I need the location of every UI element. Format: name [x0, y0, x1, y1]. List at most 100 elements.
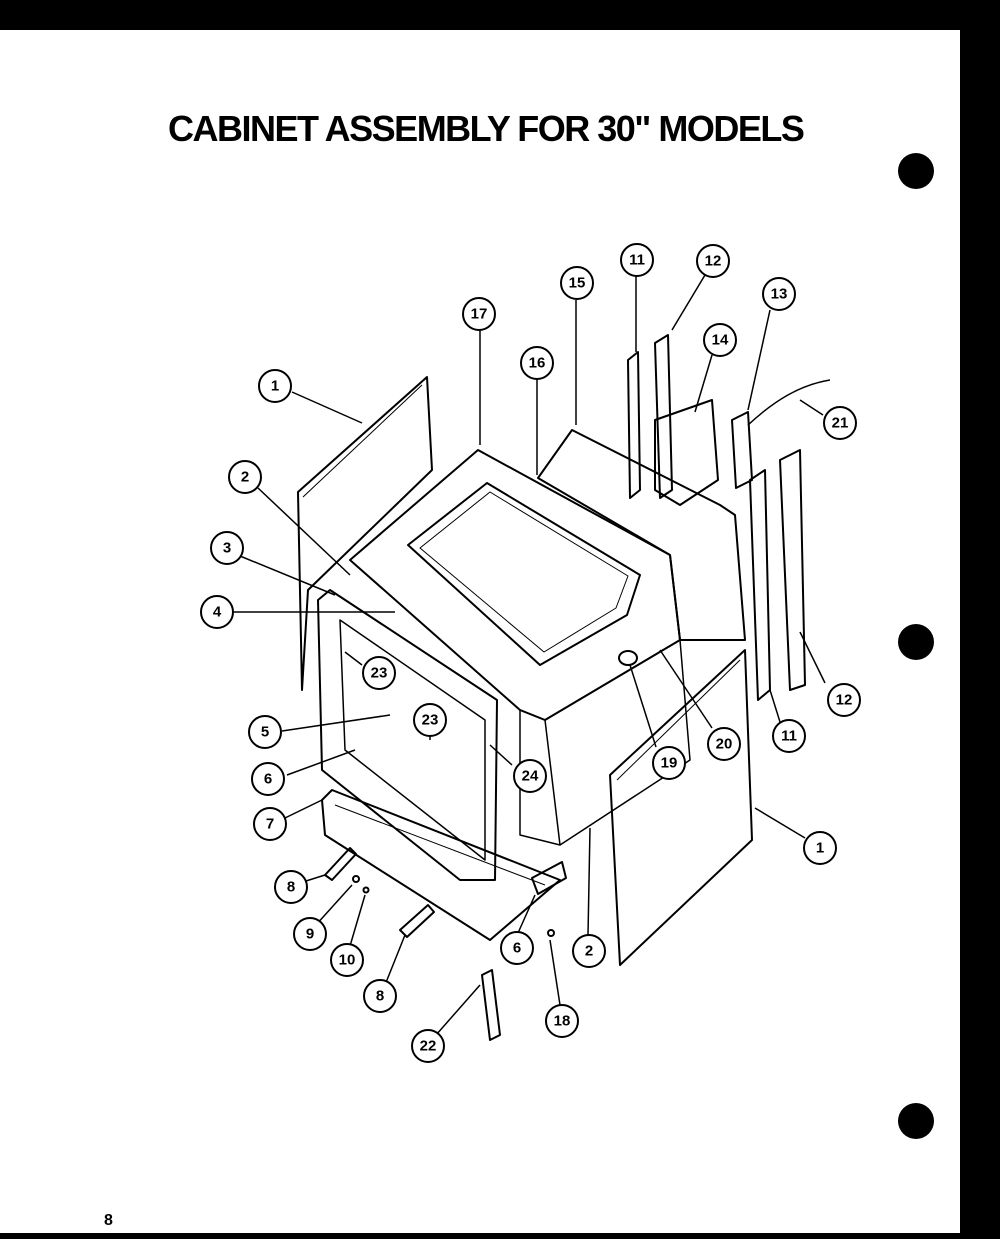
callout-label: 18 [554, 1013, 571, 1030]
rail-right-11 [749, 469, 771, 701]
callout-bubble [620, 243, 654, 277]
screw-9 [352, 875, 360, 883]
callout-bubble [228, 460, 262, 494]
callout-bubble [803, 831, 837, 865]
callout-bubble [258, 369, 292, 403]
callout-label: 1 [271, 378, 279, 395]
wire-21 [747, 379, 831, 426]
callout-bubble [572, 934, 606, 968]
left-side-panel-inner [302, 384, 423, 498]
callout-label: 14 [712, 332, 729, 349]
callout-bubble [462, 297, 496, 331]
callout-label: 3 [223, 540, 231, 557]
callout-bubble [696, 244, 730, 278]
callout-label: 11 [629, 252, 645, 269]
right-side-panel [609, 649, 753, 966]
callout-bubble [200, 595, 234, 629]
callout-label: 2 [585, 943, 593, 960]
scan-border-right [960, 0, 1000, 1239]
callout-label: 4 [213, 604, 222, 621]
back-panel-strip [537, 477, 671, 556]
rail-right-12 [779, 449, 806, 691]
callout-label: 19 [661, 755, 678, 772]
top-panel-window [407, 482, 641, 666]
leg-8-a [324, 847, 357, 881]
callout-label: 22 [420, 1038, 437, 1055]
callout-label: 6 [513, 940, 521, 957]
callout-bubble [362, 656, 396, 690]
kickplate-inner [334, 804, 546, 886]
callout-label: 8 [376, 988, 384, 1005]
bracket-14 [654, 399, 719, 506]
callout-label: 23 [371, 665, 388, 682]
callout-label: 12 [836, 692, 853, 709]
knob-19 [618, 650, 638, 666]
scan-border-top [0, 0, 1000, 30]
callout-bubble [253, 807, 287, 841]
callout-bubble [210, 531, 244, 565]
callout-label: 24 [522, 768, 539, 785]
bracket-13 [731, 411, 753, 489]
callout-label: 7 [266, 816, 274, 833]
screw-10 [362, 886, 370, 894]
callout-label: 16 [529, 355, 546, 372]
callout-label: 1 [816, 840, 824, 857]
binder-hole-middle [898, 624, 934, 660]
callout-label: 2 [241, 469, 249, 486]
rail-left-11 [627, 351, 641, 499]
callout-label: 11 [781, 728, 797, 745]
left-side-panel [297, 376, 433, 691]
rail-left-12 [654, 334, 673, 499]
page-number: 8 [104, 1212, 113, 1229]
callout-label: 5 [261, 724, 269, 741]
callout-label: 20 [716, 736, 733, 753]
callout-bubble [413, 703, 447, 737]
screw-18 [547, 929, 555, 937]
bracket-22 [481, 969, 501, 1041]
callout-label: 17 [471, 306, 488, 323]
callout-label: 8 [287, 879, 295, 896]
right-side-panel-inner [616, 659, 741, 781]
foot-6 [531, 861, 567, 895]
callout-bubble [652, 746, 686, 780]
callout-bubble [411, 1029, 445, 1063]
callout-label: 9 [306, 926, 314, 943]
callout-label: 10 [339, 952, 356, 969]
binder-hole-bottom [898, 1103, 934, 1139]
callout-bubble [772, 719, 806, 753]
back-panel [537, 429, 746, 641]
callout-bubble [274, 870, 308, 904]
callout-bubble [560, 266, 594, 300]
callout-bubble [520, 346, 554, 380]
callout-bubble [363, 979, 397, 1013]
callout-label: 15 [569, 275, 586, 292]
callout-bubble [513, 759, 547, 793]
oven-cavity-side [544, 639, 691, 846]
kickplate [321, 789, 561, 941]
page-title: CABINET ASSEMBLY FOR 30" MODELS [168, 108, 805, 149]
front-frame-opening [339, 619, 486, 861]
callout-label: 6 [264, 771, 272, 788]
callout-bubble [545, 1004, 579, 1038]
callout-label: 21 [832, 415, 849, 432]
callout-bubble [293, 917, 327, 951]
callout-label: 12 [705, 253, 722, 270]
callout-bubble [703, 323, 737, 357]
callout-bubble [707, 727, 741, 761]
paper-sheet [0, 30, 960, 1233]
callout-bubble [827, 683, 861, 717]
binder-hole-top [898, 153, 934, 189]
callout-bubble [251, 762, 285, 796]
top-panel-window-inner [419, 491, 629, 653]
callout-bubble [248, 715, 282, 749]
callout-bubble [762, 277, 796, 311]
callout-bubble [330, 943, 364, 977]
front-frame [317, 589, 498, 881]
scan-border-bottom [0, 1233, 1000, 1239]
leg-8-b [399, 904, 435, 938]
callout-bubble [500, 931, 534, 965]
callout-label: 13 [771, 286, 788, 303]
callout-label: 23 [422, 712, 439, 729]
